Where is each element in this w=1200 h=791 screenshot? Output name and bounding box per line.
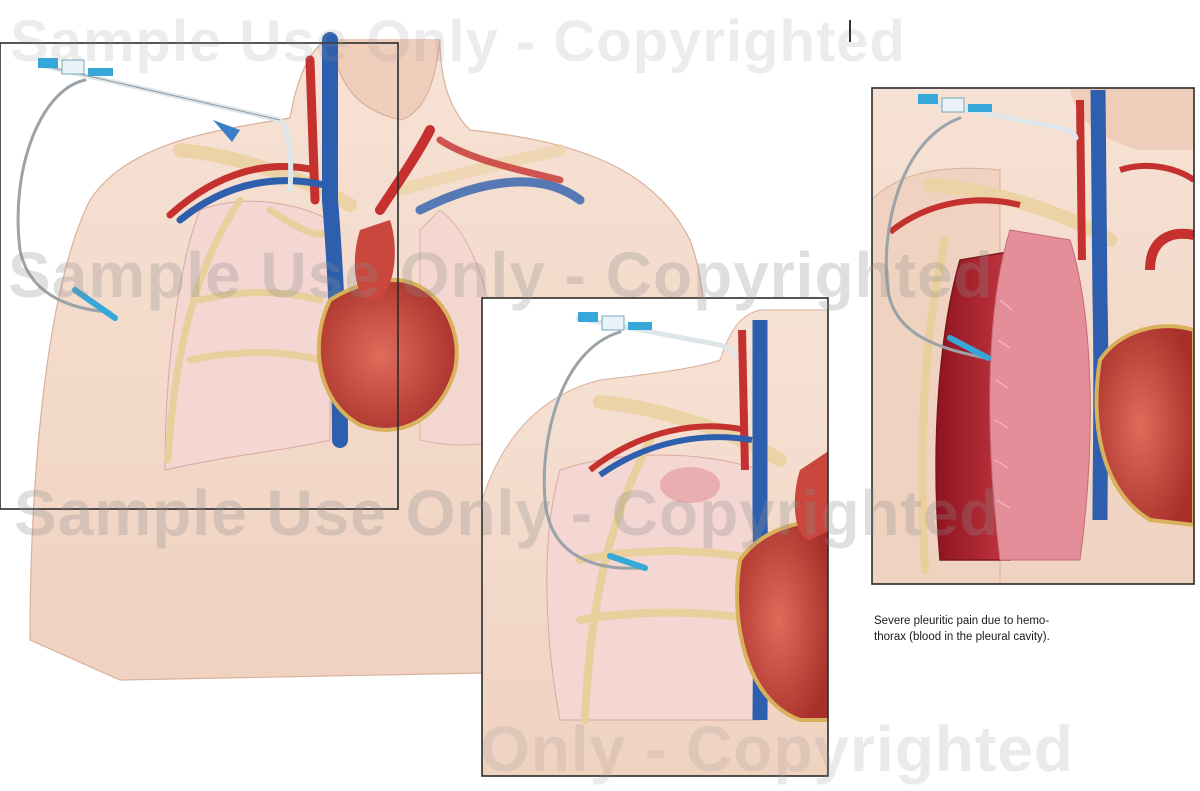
inset-frame-top-left <box>0 42 399 510</box>
lung-left <box>164 200 331 471</box>
inset-frame-right <box>871 87 1195 585</box>
arrow-indicator <box>213 120 240 142</box>
catheter-left <box>16 58 294 321</box>
torso-left <box>16 32 706 681</box>
inset-middle <box>481 297 829 777</box>
caption-line-2: thorax (blood in the pleural cavity). <box>874 631 1050 643</box>
inset-frame-middle <box>481 297 829 777</box>
heart-left <box>316 277 459 432</box>
caption-line-1: Severe pleuritic pain due to hemo- <box>874 615 1050 627</box>
ribs-left <box>164 196 334 464</box>
figure-caption: Severe pleuritic pain due to hemo- thora… <box>874 613 1174 645</box>
vertical-divider <box>849 20 851 42</box>
lung-collapsed <box>989 229 1091 561</box>
inset-right <box>871 87 1195 585</box>
